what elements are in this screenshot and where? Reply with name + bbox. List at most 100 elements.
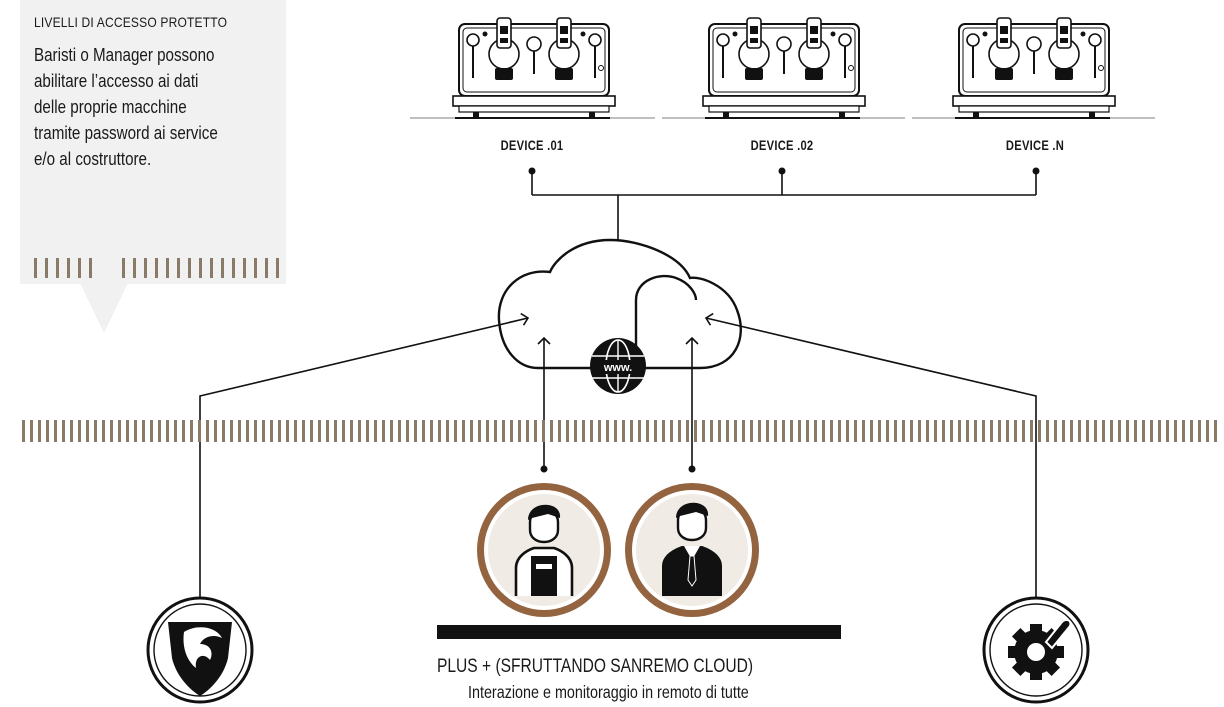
- stripe: [902, 420, 905, 442]
- stripe: [1118, 420, 1121, 442]
- stripe: [243, 258, 246, 278]
- globe-label: www.: [603, 362, 632, 374]
- stripe: [854, 420, 857, 442]
- stripe: [710, 420, 713, 442]
- callout-body: Baristi o Manager possono abilitare l’ac…: [34, 42, 247, 172]
- callout-line: e/o al costruttore.: [34, 148, 152, 169]
- stripe: [766, 420, 769, 442]
- stripe: [206, 420, 209, 442]
- device-label: DEVICE .02: [750, 137, 814, 153]
- stripe: [606, 420, 609, 442]
- stripe: [598, 420, 601, 442]
- stripe: [134, 420, 137, 442]
- stripe: [502, 420, 505, 442]
- stripe: [1214, 420, 1217, 442]
- stripe: [22, 420, 25, 442]
- stripe: [122, 258, 125, 278]
- stripe: [934, 420, 937, 442]
- stripe: [1078, 420, 1081, 442]
- stripe: [310, 420, 313, 442]
- stripe: [214, 420, 217, 442]
- stripe: [126, 420, 129, 442]
- stripe: [1174, 420, 1177, 442]
- stripe: [558, 420, 561, 442]
- stripe: [1206, 420, 1209, 442]
- stripe: [630, 420, 633, 442]
- stripe: [670, 420, 673, 442]
- stripe: [878, 420, 881, 442]
- stripe: [998, 420, 1001, 442]
- stripe: [62, 420, 65, 442]
- stripe: [278, 420, 281, 442]
- stripe: [534, 420, 537, 442]
- stripe: [1182, 420, 1185, 442]
- device-label: DEVICE .N: [1005, 137, 1065, 153]
- stripe: [358, 420, 361, 442]
- stripe: [1062, 420, 1065, 442]
- stripe: [830, 420, 833, 442]
- stripe: [1054, 420, 1057, 442]
- stripe: [102, 420, 105, 442]
- stripe: [1198, 420, 1201, 442]
- plus-title: PLUS + (SFRUTTANDO SANREMO CLOUD): [437, 656, 754, 677]
- stripe: [294, 420, 297, 442]
- callout-line: Baristi o Manager possono: [34, 44, 215, 65]
- stripe: [958, 420, 961, 442]
- manager-icon: [625, 483, 759, 617]
- stripe: [774, 420, 777, 442]
- stripe: [982, 420, 985, 442]
- stripe: [177, 258, 180, 278]
- stripe: [254, 258, 257, 278]
- stripe: [190, 420, 193, 442]
- stripe: [1126, 420, 1129, 442]
- stripe: [726, 420, 729, 442]
- stripe: [198, 420, 201, 442]
- stripe: [438, 420, 441, 442]
- stripe: [56, 258, 59, 278]
- stripe: [1142, 420, 1145, 442]
- stripe: [318, 420, 321, 442]
- stripe: [265, 258, 268, 278]
- stripe: [254, 420, 257, 442]
- stripe: [382, 420, 385, 442]
- stripe: [574, 420, 577, 442]
- stripe: [422, 420, 425, 442]
- stripe: [1158, 420, 1161, 442]
- stripe: [230, 420, 233, 442]
- globe-icon: www.: [590, 338, 646, 394]
- stripe: [742, 420, 745, 442]
- stripe: [246, 420, 249, 442]
- stripe: [622, 420, 625, 442]
- espresso-machine-icon: [912, 17, 1155, 119]
- stripe: [78, 258, 81, 278]
- stripe: [142, 420, 145, 442]
- callout-title: LIVELLI DI ACCESSO PROTETTO: [34, 14, 228, 30]
- stripe: [238, 420, 241, 442]
- stripe: [926, 420, 929, 442]
- stripe: [966, 420, 969, 442]
- stripe: [782, 420, 785, 442]
- stripe: [1150, 420, 1153, 442]
- stripe: [510, 420, 513, 442]
- stripe: [262, 420, 265, 442]
- stripe: [550, 420, 553, 442]
- stripe: [974, 420, 977, 442]
- stripe: [414, 420, 417, 442]
- stripe: [486, 420, 489, 442]
- connection-lines: [199, 312, 1037, 606]
- espresso-machine-icon: [410, 17, 655, 119]
- stripe: [1166, 420, 1169, 442]
- stripe: [1046, 420, 1049, 442]
- stripe: [614, 420, 617, 442]
- stripe: [758, 420, 761, 442]
- stripe: [990, 420, 993, 442]
- stripe: [199, 258, 202, 278]
- stripe: [1102, 420, 1105, 442]
- stripe: [166, 258, 169, 278]
- stripe: [494, 420, 497, 442]
- stripe: [566, 420, 569, 442]
- stripe: [302, 420, 305, 442]
- callout-pointer: [80, 283, 128, 333]
- plus-subtitle: Interazione e monitoraggio in remoto di …: [468, 682, 749, 702]
- stripe: [638, 420, 641, 442]
